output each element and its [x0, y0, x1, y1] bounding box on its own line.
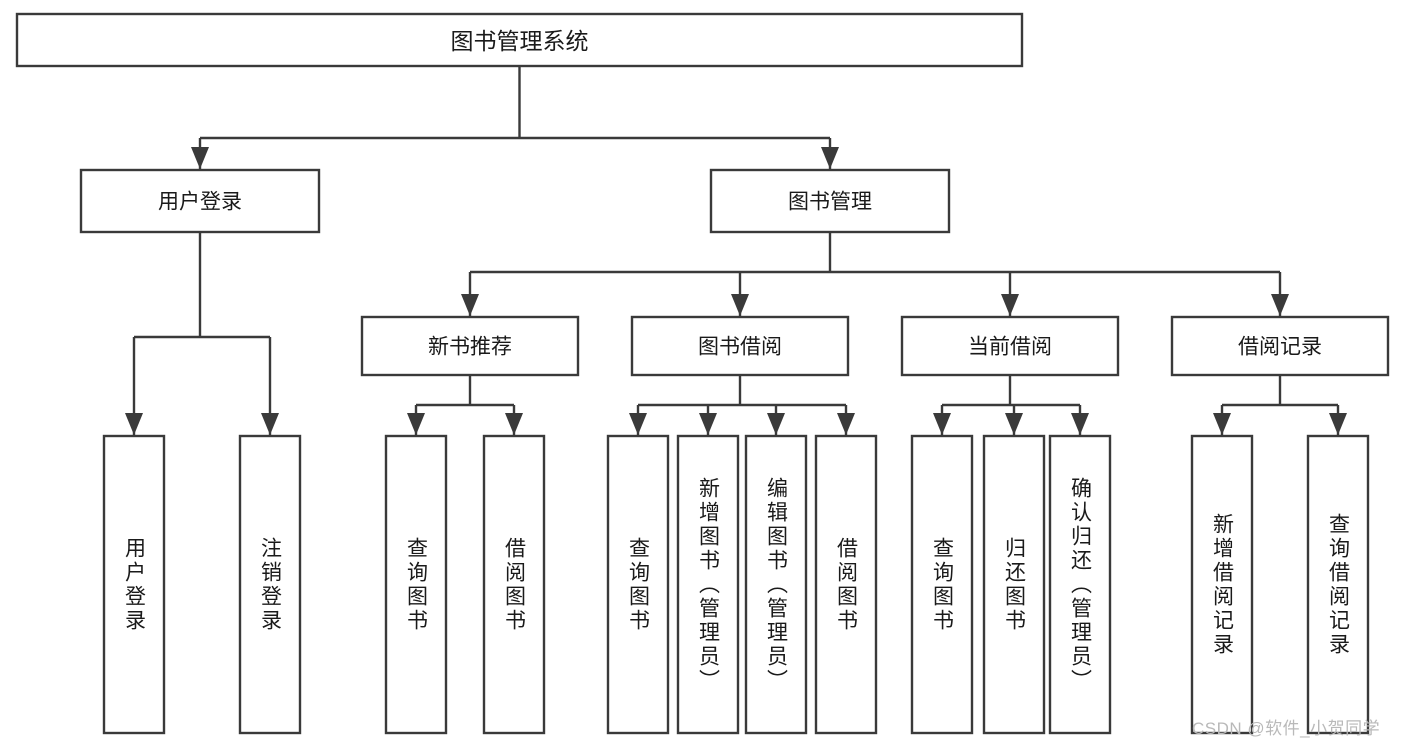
arrow-head-icon — [461, 294, 479, 316]
node-book-borrow-label: 图书借阅 — [698, 336, 782, 359]
arrow-head-icon — [1071, 413, 1089, 435]
node-leaf-query-book-rec[interactable] — [384, 434, 448, 735]
arrow-head-icon — [1271, 294, 1289, 316]
arrow-head-icon — [731, 294, 749, 316]
arrow-head-icon — [767, 413, 785, 435]
node-leaf-user-login[interactable] — [102, 434, 166, 735]
arrow-head-icon — [699, 413, 717, 435]
node-leaf-edit-book[interactable] — [744, 434, 808, 735]
node-leaf-query-book-current-rect — [910, 434, 974, 735]
node-leaf-query-book-borrow[interactable] — [606, 434, 670, 735]
node-leaf-borrow-book-rect — [814, 434, 878, 735]
watermark-text: CSDN @软件_小贺同学 — [1192, 719, 1381, 738]
node-root-rect — [15, 12, 1024, 68]
node-leaf-confirm-return-rect — [1048, 434, 1112, 735]
node-root[interactable]: 图书管理系统 — [15, 12, 1024, 68]
node-user-login-label: 用户登录 — [158, 191, 242, 214]
arrow-head-icon — [837, 413, 855, 435]
node-leaf-confirm-return[interactable] — [1048, 434, 1112, 735]
node-leaf-logout-login[interactable] — [238, 434, 302, 735]
node-leaf-query-borrow-record-rect — [1306, 434, 1370, 735]
node-user-login[interactable]: 用户登录 — [79, 168, 321, 234]
node-leaf-query-borrow-record[interactable] — [1306, 434, 1370, 735]
node-current-borrow[interactable]: 当前借阅 — [900, 315, 1120, 377]
node-book-borrow-rect — [630, 315, 850, 377]
arrow-head-icon — [505, 413, 523, 435]
node-leaf-query-book-rec-rect — [384, 434, 448, 735]
node-borrow-record-rect — [1170, 315, 1390, 377]
arrow-head-icon — [933, 413, 951, 435]
arrow-head-icon — [1005, 413, 1023, 435]
node-leaf-return-book-rect — [982, 434, 1046, 735]
arrow-head-icon — [1001, 294, 1019, 316]
node-new-book-recommend-rect — [360, 315, 580, 377]
arrow-head-icon — [261, 413, 279, 435]
arrow-head-icon — [191, 147, 209, 169]
node-new-book-recommend-label: 新书推荐 — [428, 336, 512, 359]
node-leaf-logout-login-rect — [238, 434, 302, 735]
node-user-login-rect — [79, 168, 321, 234]
node-leaf-add-borrow-record[interactable] — [1190, 434, 1254, 735]
node-leaf-borrow-book-rec[interactable] — [482, 434, 546, 735]
node-book-manage[interactable]: 图书管理 — [709, 168, 951, 234]
arrow-head-icon — [125, 413, 143, 435]
node-book-borrow[interactable]: 图书借阅 — [630, 315, 850, 377]
node-book-manage-rect — [709, 168, 951, 234]
arrow-head-icon — [1213, 413, 1231, 435]
node-book-manage-label: 图书管理 — [788, 191, 872, 214]
node-leaf-borrow-book-rec-rect — [482, 434, 546, 735]
arrow-head-icon — [407, 413, 425, 435]
node-leaf-query-book-current[interactable] — [910, 434, 974, 735]
node-new-book-recommend[interactable]: 新书推荐 — [360, 315, 580, 377]
node-root-label: 图书管理系统 — [451, 28, 589, 54]
arrow-head-icon — [1329, 413, 1347, 435]
node-leaf-add-book-rect — [676, 434, 740, 735]
arrow-head-icon — [821, 147, 839, 169]
node-leaf-borrow-book[interactable] — [814, 434, 878, 735]
node-leaf-query-book-borrow-rect — [606, 434, 670, 735]
node-leaf-add-book[interactable] — [676, 434, 740, 735]
node-leaf-user-login-rect — [102, 434, 166, 735]
node-borrow-record[interactable]: 借阅记录 — [1170, 315, 1390, 377]
node-current-borrow-label: 当前借阅 — [968, 336, 1052, 359]
node-leaf-add-borrow-record-rect — [1190, 434, 1254, 735]
node-borrow-record-label: 借阅记录 — [1238, 336, 1322, 359]
node-leaf-return-book[interactable] — [982, 434, 1046, 735]
arrow-head-icon — [629, 413, 647, 435]
node-leaf-edit-book-rect — [744, 434, 808, 735]
node-current-borrow-rect — [900, 315, 1120, 377]
